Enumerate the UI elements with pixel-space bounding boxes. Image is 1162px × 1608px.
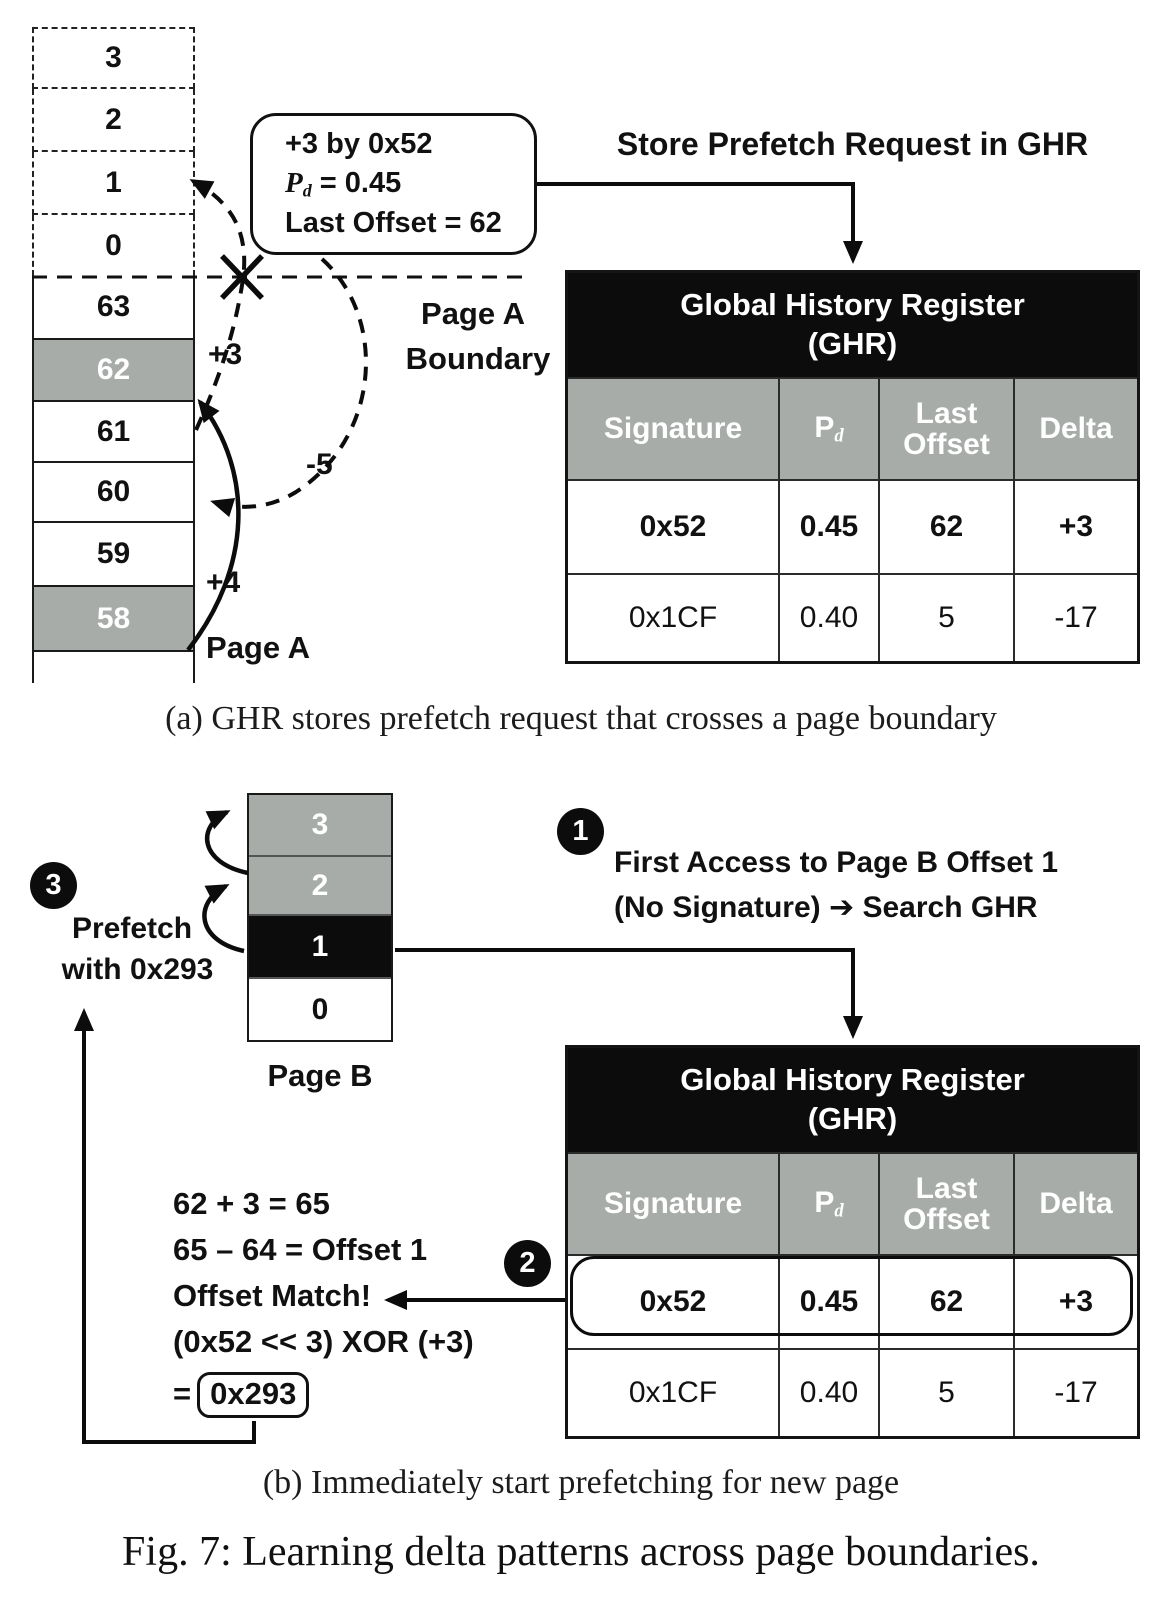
right-arrow-icon: ➔ — [829, 890, 855, 925]
caption-a: (a) GHR stores prefetch request that cro… — [165, 700, 997, 737]
ghr-table-a-row-1: 0x52 0.45 62 +3 — [568, 479, 1137, 573]
cell-last-offset: 62 — [878, 1256, 1013, 1348]
delta-plus3-arc — [189, 179, 247, 431]
page-b-label: Page B — [267, 1058, 373, 1093]
col-delta: Delta — [1013, 1154, 1137, 1254]
ghr-title-line2: (GHR) — [807, 1101, 898, 1136]
new-signature-box: 0x293 — [197, 1372, 310, 1418]
cell-signature: 0x52 — [639, 510, 707, 543]
stack-cell-accessed: 1 — [249, 916, 391, 979]
blocked-x-mark — [220, 254, 264, 300]
step-3-badge: 3 — [30, 862, 77, 909]
search-ghr-connector — [395, 948, 863, 1039]
store-prefetch-label: Store Prefetch Request in GHR — [616, 126, 1089, 162]
stack-cell-dashed: 3 — [32, 27, 195, 89]
step-1-line2-pre: (No Signature) — [614, 891, 829, 924]
step-1-text-line2: (No Signature) ➔ Search GHR — [614, 890, 1038, 926]
stack-cell-dashed: 1 — [32, 152, 195, 215]
caption-b: (b) Immediately start prefetching for ne… — [262, 1464, 900, 1501]
stack-cell: 60 — [32, 463, 195, 523]
col-pd: Pd — [778, 1154, 878, 1254]
delta-plus4-arc — [186, 398, 241, 652]
figure-caption: Fig. 7: Learning delta patterns across p… — [122, 1529, 1040, 1575]
ghr-table-b: Global History Register (GHR) Signature … — [565, 1045, 1140, 1439]
stack-cell: 0 — [249, 979, 391, 1040]
col-signature: Signature — [568, 379, 778, 479]
ghr-title-line2: (GHR) — [807, 326, 898, 361]
pd-symbol: P — [285, 166, 303, 199]
step-3-text-line1: Prefetch — [71, 912, 193, 945]
page-a-stack: 3 2 1 0 63 62 61 60 59 58 — [32, 27, 195, 683]
math-line-5: =0x293 — [173, 1372, 310, 1418]
pd-value: = 0.45 — [311, 166, 402, 199]
stack-cell-dashed: 0 — [32, 215, 195, 276]
col-delta: Delta — [1013, 379, 1137, 479]
cell-signature: 0x1CF — [628, 601, 718, 634]
cell-pd: 0.40 — [778, 575, 878, 661]
callout-line-1: +3 by 0x52 — [285, 127, 433, 160]
cell-last-offset: 62 — [878, 481, 1013, 573]
ghr-table-a-title: Global History Register (GHR) — [568, 273, 1137, 377]
ghr-title-line1: Global History Register — [680, 1062, 1025, 1098]
cell-delta: -17 — [1013, 1350, 1137, 1436]
math-line-1: 62 + 3 = 65 — [173, 1186, 330, 1221]
stack-cell-partial — [32, 652, 195, 683]
col-pd: Pd — [778, 379, 878, 479]
callout-line-2: Pd = 0.45 — [285, 166, 526, 201]
stack-cell-shaded: 2 — [249, 857, 391, 916]
cell-delta: -17 — [1013, 575, 1137, 661]
cell-delta: +3 — [1013, 481, 1137, 573]
matched-row-highlight — [570, 1256, 1133, 1336]
page-b-stack: 3 2 1 0 — [247, 793, 393, 1042]
col-last-offset: Last Offset — [878, 1154, 1013, 1254]
pd-subscript: d — [302, 180, 312, 201]
stack-cell-shaded: 62 — [32, 340, 195, 402]
callout-line-3: Last Offset = 62 — [285, 207, 502, 240]
math-line-2: 65 – 64 = Offset 1 — [173, 1232, 428, 1267]
ghr-table-a: Global History Register (GHR) Signature … — [565, 270, 1140, 664]
ghr-table-b-header-row: Signature Pd Last Offset Delta — [568, 1152, 1137, 1254]
stack-cell-shaded: 58 — [32, 587, 195, 652]
math-line-3: Offset Match! — [173, 1278, 372, 1313]
ghr-table-a-row-2: 0x1CF 0.40 5 -17 — [568, 573, 1137, 661]
stack-cell-dashed: 2 — [32, 89, 195, 152]
page-a-label: Page A — [206, 630, 310, 665]
step-1-text-line1: First Access to Page B Offset 1 — [614, 846, 1059, 879]
cell-last-offset: 5 — [878, 575, 1013, 661]
step-2-badge: 2 — [504, 1240, 551, 1287]
ghr-table-a-header-row: Signature Pd Last Offset Delta — [568, 377, 1137, 479]
col-last-offset: Last Offset — [878, 379, 1013, 479]
cell-delta: +3 — [1013, 1256, 1137, 1348]
stack-cell: 59 — [32, 523, 195, 587]
delta-plus4-label: +4 — [206, 566, 241, 599]
cell-pd: 0.40 — [778, 1350, 878, 1436]
step-1-badge: 1 — [557, 808, 604, 855]
delta-minus5-label: -5 — [306, 448, 333, 481]
ghr-table-b-title: Global History Register (GHR) — [568, 1048, 1137, 1152]
page-a-boundary-label-line1: Page A — [421, 296, 525, 331]
stack-cell: 61 — [32, 402, 195, 463]
prefetch-request-callout: +3 by 0x52 Pd = 0.45 Last Offset = 62 — [250, 113, 537, 255]
prefetch-hook-arrow-2 — [205, 809, 249, 876]
page-a-boundary-label-line2: Boundary — [405, 341, 551, 376]
math-line-4: (0x52 << 3) XOR (+3) — [173, 1324, 474, 1359]
delta-minus5-arc — [210, 257, 368, 518]
col-signature: Signature — [568, 1154, 778, 1254]
stack-cell: 63 — [32, 276, 195, 340]
ghr-table-b-row-1: 0x52 0.45 62 +3 — [568, 1254, 1137, 1348]
delta-plus3-label: +3 — [208, 338, 243, 371]
equals-sign: = — [173, 1376, 192, 1411]
step-1-line2-post: Search GHR — [854, 891, 1038, 924]
cell-signature: 0x52 — [639, 1285, 707, 1318]
cell-pd: 0.45 — [778, 1256, 878, 1348]
step-3-text-line2: with 0x293 — [61, 953, 214, 986]
ghr-table-b-row-2: 0x1CF 0.40 5 -17 — [568, 1348, 1137, 1436]
cell-last-offset: 5 — [878, 1350, 1013, 1436]
store-request-connector — [537, 182, 863, 264]
cell-pd: 0.45 — [778, 481, 878, 573]
cell-signature: 0x1CF — [628, 1376, 718, 1409]
stack-cell-shaded: 3 — [249, 795, 391, 857]
ghr-title-line1: Global History Register — [680, 287, 1025, 323]
